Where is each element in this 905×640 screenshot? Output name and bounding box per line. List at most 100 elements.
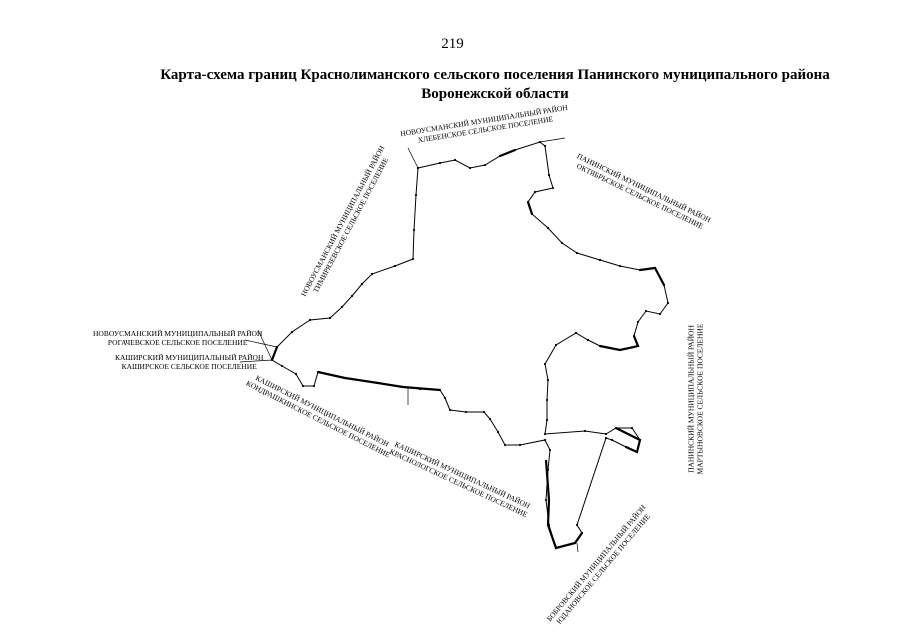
turning-point [658,312,662,316]
district-name: КАШИРСКИЙ МУНИЦИПАЛЬНЫЙ РАЙОН [115,353,264,362]
turning-point [280,364,284,368]
turning-point [438,161,442,165]
turning-point [598,344,602,348]
turning-point [482,410,486,414]
turning-point [546,226,550,230]
turning-point [548,448,552,452]
turning-point [554,343,558,347]
turning-point [312,384,316,388]
turning-point [418,387,422,391]
turning-point [543,432,547,436]
turning-point [618,348,622,352]
turning-point [275,345,279,349]
turning-point [538,140,542,144]
turning-point [376,381,380,385]
turning-point [554,546,558,550]
turning-point [503,443,507,447]
turning-point [498,154,502,158]
boundary-leader-line [257,329,273,361]
turning-point [343,376,347,380]
turning-point [551,186,555,190]
turning-point [316,370,320,374]
turning-point [624,445,628,449]
turning-point [290,330,294,334]
turning-point [598,258,602,262]
turning-point [488,417,492,421]
turning-point [547,173,551,177]
turning-point [666,301,670,305]
turning-point [632,334,636,338]
map-title: Карта-схема границ Краснолиманского сель… [100,66,890,104]
turning-point [543,144,547,148]
turning-point [635,450,639,454]
turning-point [526,200,530,204]
turning-point [580,531,584,535]
neighbor-label-kashirskoe: КАШИРСКИЙ МУНИЦИПАЛЬНЫЙ РАЙОН КАШИРСКОЕ … [115,353,263,371]
turning-point [328,316,332,320]
district-name: НОВОУСМАНСКИЙ МУНИЦИПАЛЬНЫЙ РАЙОН [93,329,263,338]
title-line-2: Воронежской области [421,86,569,102]
turning-point [533,190,537,194]
turning-point [604,432,608,436]
boundary-leader-line [576,542,579,553]
turning-point [414,193,418,197]
turning-point [630,426,634,430]
turning-point [543,438,547,442]
turning-point [560,241,564,245]
turning-point [301,384,305,388]
turning-point [662,283,666,287]
boundary-leader-line [407,147,419,169]
district-name: ПАНИНСКИЙ МУНИЦИПАЛЬНЫЙ РАЙОН [686,325,696,473]
turning-point [546,378,550,382]
turning-point [586,338,590,342]
settlement-name: РОГАЧЕВСКОЕ СЕЛЬСКОЕ ПОСЕЛЕНИЕ [107,338,248,347]
turning-point [530,212,534,216]
turning-point [416,166,420,170]
turning-point [546,468,550,472]
turning-point [370,272,374,276]
turning-point [518,443,522,447]
turning-point [574,331,578,335]
turning-point [294,372,298,376]
boundary-leader-line [244,339,278,348]
turning-point [543,362,547,366]
turning-point [438,388,442,392]
turning-point [453,158,457,162]
turning-point [496,430,500,434]
turning-point [636,344,640,348]
turning-point [545,418,549,422]
title-line-1: Карта-схема границ Краснолиманского сель… [160,67,830,83]
boundary-leaders [239,137,579,553]
turning-point [483,163,487,167]
settlement-name: МАРТЫНОВСКОЕ СЕЛЬСКОЕ ПОСЕЛЕНИЕ [695,323,705,475]
turning-point [575,523,579,527]
turning-point [573,541,577,545]
neighbor-label-martynovskoe: ПАНИНСКИЙ МУНИЦИПАЛЬНЫЙ РАЙОН МАРТЫНОВСК… [686,324,704,475]
turning-point [443,396,447,400]
turning-point [412,228,416,232]
turning-point [340,305,344,309]
turning-point [547,523,551,527]
turning-point [545,398,549,402]
turning-point [653,266,657,270]
turning-point [644,309,648,313]
settlement-name: КАШИРСКОЕ СЕЛЬСКОЕ ПОСЕЛЕНИЕ [121,362,257,371]
turning-point [583,429,587,433]
turning-point [610,438,614,442]
boundary-leader-line [239,359,273,363]
turning-point [638,438,642,442]
page-number: 219 [441,36,464,52]
neighbor-label-rogachevskoe: НОВОУСМАНСКИЙ МУНИЦИПАЛЬНЫЙ РАЙОН РОГАЧЕ… [93,329,262,347]
boundary-leader-line [539,137,566,143]
turning-point [411,257,415,261]
turning-point [513,148,517,152]
turning-point [270,358,274,362]
turning-point [448,408,452,412]
turning-point [350,294,354,298]
turning-point [360,282,364,286]
boundary-turning-points [270,140,670,550]
turning-point [575,251,579,255]
turning-point [604,436,608,440]
turning-point [401,385,405,389]
